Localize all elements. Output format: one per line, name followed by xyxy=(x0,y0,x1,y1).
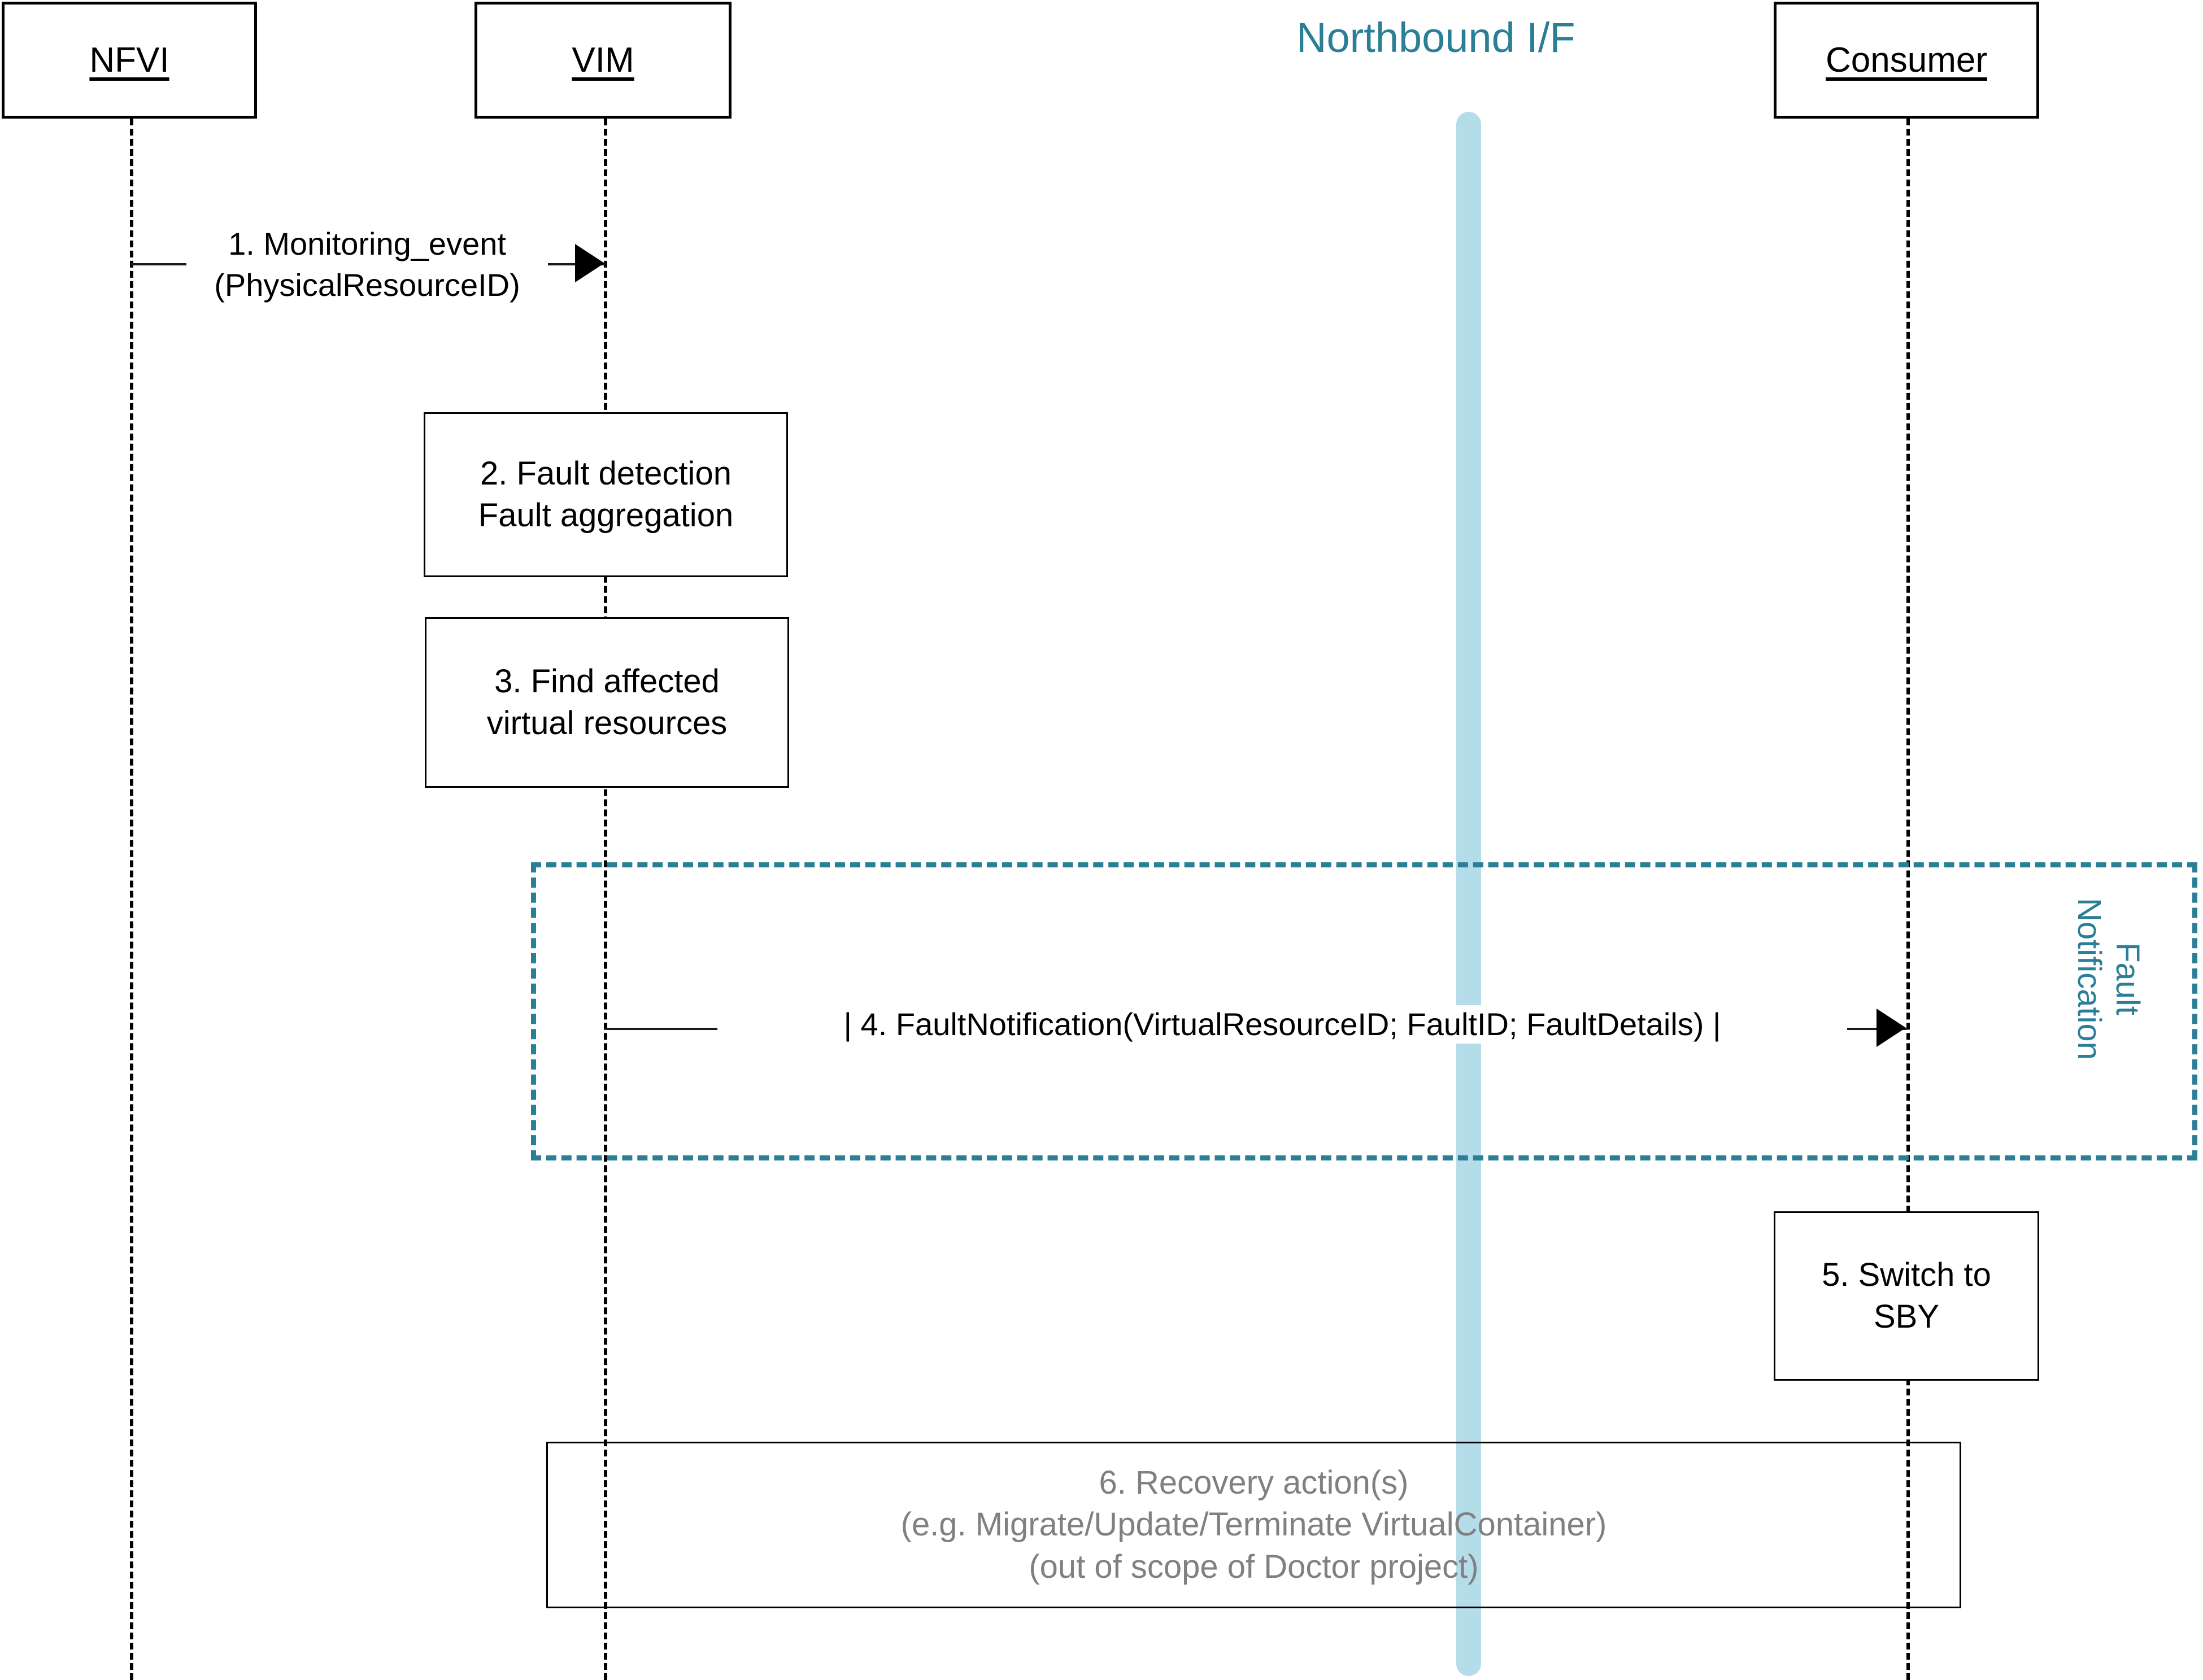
lifeline-nfvi xyxy=(130,119,133,1680)
message-1-label: 1. Monitoring_event (PhysicalResourceID) xyxy=(186,224,548,306)
actor-box-vim[interactable]: VIM xyxy=(474,2,732,119)
actor-label-vim: VIM xyxy=(572,40,634,80)
message-4-label-text: | 4. FaultNotification(VirtualResourceID… xyxy=(843,1006,1721,1042)
message-1-label-line2: (PhysicalResourceID) xyxy=(214,267,520,303)
message-4-label: | 4. FaultNotification(VirtualResourceID… xyxy=(717,1005,1847,1044)
message-1-label-line1: 1. Monitoring_event xyxy=(228,226,506,261)
process-box-5-line1: 5. Switch to xyxy=(1822,1256,1991,1293)
northbound-interface-title: Northbound I/F xyxy=(1296,14,1575,61)
message-4-arrowhead xyxy=(1877,1009,1906,1047)
process-box-3-line2: virtual resources xyxy=(486,705,728,741)
process-box-3[interactable]: 3. Find affected virtual resources xyxy=(425,617,789,788)
process-box-6[interactable]: 6. Recovery action(s) (e.g. Migrate/Upda… xyxy=(546,1442,1961,1608)
northbound-interface-bar xyxy=(1456,112,1481,1676)
process-box-2-line2: Fault aggregation xyxy=(478,497,734,534)
process-box-2-line1: 2. Fault detection xyxy=(480,455,732,492)
fragment-label-line2: Notification xyxy=(2070,898,2108,1060)
process-box-5[interactable]: 5. Switch to SBY xyxy=(1774,1211,2039,1381)
process-box-6-line3: (out of scope of Doctor project) xyxy=(1029,1548,1479,1585)
fault-notification-fragment-label: Fault Notification xyxy=(2069,898,2147,1060)
fragment-label-line1: Fault xyxy=(2109,942,2146,1015)
lifeline-vim xyxy=(604,119,607,1680)
process-box-5-line2: SBY xyxy=(1873,1298,1940,1335)
process-box-3-line1: 3. Find affected xyxy=(494,662,720,700)
actor-label-nfvi: NFVI xyxy=(89,40,169,80)
actor-box-nfvi[interactable]: NFVI xyxy=(2,2,257,119)
actor-box-consumer[interactable]: Consumer xyxy=(1774,2,2039,119)
message-1-arrowhead xyxy=(575,244,604,282)
fault-notification-fragment xyxy=(531,862,2197,1160)
process-box-6-line1: 6. Recovery action(s) xyxy=(1099,1464,1409,1502)
lifeline-consumer xyxy=(1906,119,1910,1680)
process-box-2[interactable]: 2. Fault detection Fault aggregation xyxy=(424,412,788,577)
actor-label-consumer: Consumer xyxy=(1826,40,1987,80)
process-box-6-line2: (e.g. Migrate/Update/Terminate VirtualCo… xyxy=(900,1506,1607,1543)
